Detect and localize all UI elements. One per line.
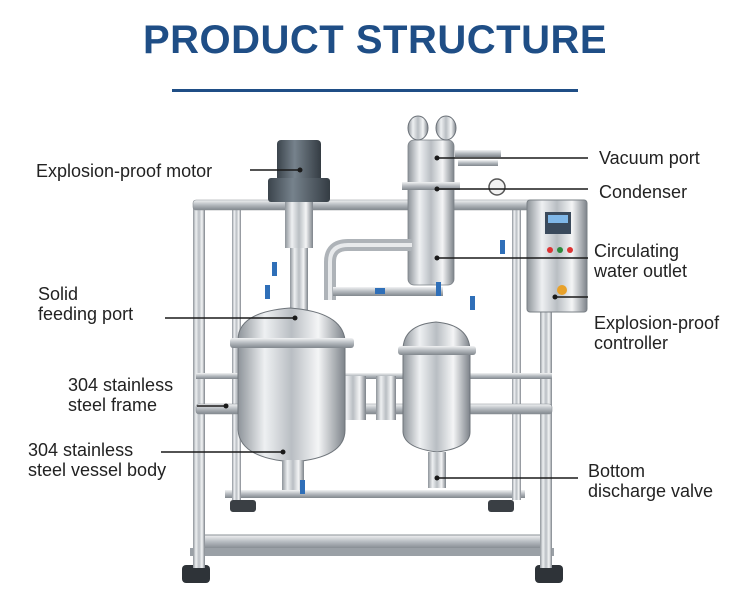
label-circulating-water-outlet: Circulating water outlet [594, 241, 687, 281]
label-explosion-proof-controller: Explosion-proof controller [594, 313, 719, 353]
label-line: Bottom [588, 461, 646, 481]
explosion-proof-controller [526, 199, 588, 313]
label-stainless-steel-frame: 304 stainless steel frame [68, 375, 173, 415]
label-stainless-steel-vessel-body: 304 stainless steel vessel body [28, 440, 166, 480]
label-line: steel vessel body [28, 460, 167, 480]
label-bottom-discharge-valve: Bottom discharge valve [588, 461, 713, 501]
frame-base [182, 490, 563, 583]
leader-lines [161, 157, 588, 479]
label-line: 304 stainless [68, 375, 174, 395]
leader-dots [223, 155, 558, 481]
label-line: 304 stainless [28, 440, 134, 460]
label-line: Explosion-proof [594, 313, 720, 333]
explosion-proof-motor [268, 140, 330, 310]
label-line: feeding port [38, 304, 134, 324]
label-line: discharge valve [588, 481, 714, 501]
label-explosion-proof-motor: Explosion-proof motor [36, 161, 213, 181]
label-condenser: Condenser [599, 182, 688, 202]
label-vacuum-port: Vacuum port [599, 148, 700, 168]
title-underline [172, 89, 578, 92]
label-line: steel frame [68, 395, 158, 415]
label-line: Circulating [594, 241, 680, 261]
page-title: PRODUCT STRUCTURE [142, 18, 608, 62]
vessel-body-right [398, 321, 476, 488]
valve-handles [265, 240, 505, 494]
label-line: Solid [38, 284, 79, 304]
condenser [402, 115, 506, 286]
label-solid-feeding-port: Solid feeding port [38, 284, 133, 324]
vessel-body-left [230, 307, 354, 490]
label-line: water outlet [594, 261, 688, 281]
label-line: controller [594, 333, 669, 353]
